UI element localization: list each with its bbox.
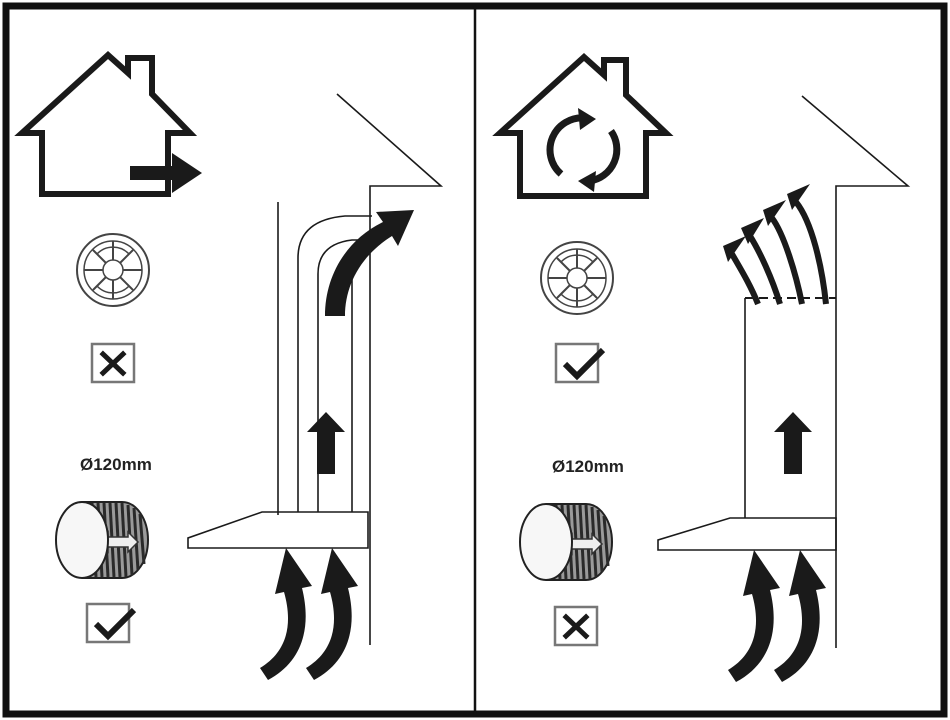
duct-diameter-label: Ø120mm (80, 455, 152, 474)
duct-status-check-box (85, 602, 137, 644)
duct-status-cross-box (553, 605, 599, 647)
duct-diameter-label: Ø120mm (552, 457, 624, 476)
filter-status-check-box (554, 342, 606, 384)
airflow-arrows (260, 210, 414, 680)
flexible-duct-icon (518, 502, 614, 582)
panel-extraction: Ø120mm (14, 50, 444, 680)
panel-recirculation: Ø120mm (492, 52, 911, 682)
carbon-filter-icon (540, 241, 614, 315)
hood-with-ducting (187, 93, 444, 645)
house-with-outward-arrow-icon (14, 50, 202, 197)
flexible-duct-icon (54, 500, 150, 580)
hood-recirculation (657, 95, 911, 648)
carbon-filter-icon (76, 233, 150, 307)
filter-status-cross-box (90, 342, 136, 384)
airflow-arrows (723, 184, 829, 682)
house-with-recirculation-arrows-icon (492, 52, 674, 199)
